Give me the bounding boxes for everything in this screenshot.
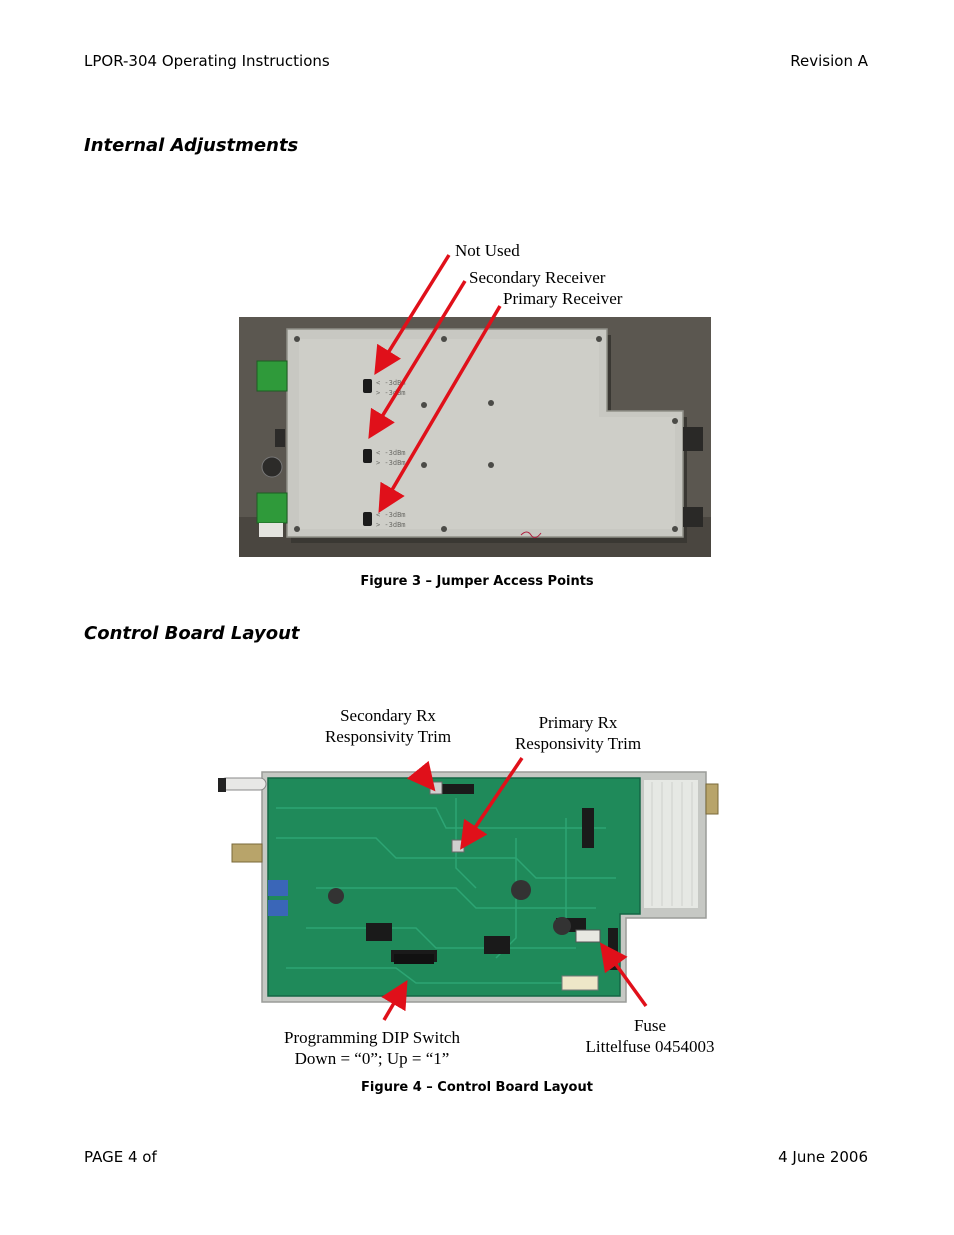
callout-secondary-rx-line2: Responsivity Trim (324, 727, 452, 746)
arrow-fuse (599, 942, 648, 1008)
figure-4-arrows (381, 757, 648, 1021)
arrow-primary-rx-trim (460, 757, 524, 850)
svg-text:< -3dBm: < -3dBm (376, 379, 406, 387)
callout-primary-rx-line2: Responsivity Trim (514, 734, 642, 753)
figure-3-jumper-photo: < -3dBm > -3dBm < -3dBm > -3dBm < -3dBm > -… (239, 317, 711, 557)
callout-fuse-line1: Fuse (633, 1016, 667, 1035)
callout-primary-rx-trim: Primary Rx Responsivity Trim (478, 712, 678, 754)
footer-date: 4 June 2006 (778, 1148, 868, 1166)
callout-dip-line2: Down = “0”; Up = “1” (294, 1049, 450, 1068)
arrow-dip-switch (381, 979, 408, 1021)
header-revision: Revision A (790, 52, 868, 70)
arrow-primary-receiver (378, 305, 502, 514)
callout-primary-receiver: Primary Receiver (503, 289, 623, 308)
callout-dip-line1: Programming DIP Switch (284, 1028, 460, 1047)
svg-text:> -3dBm: > -3dBm (376, 389, 406, 397)
section-title-internal-adjustments: Internal Adjustments (84, 135, 299, 156)
svg-text:> -3dBm: > -3dBm (376, 521, 406, 529)
arrow-not-used (374, 254, 451, 375)
footer-page-number: PAGE 4 of (84, 1148, 157, 1166)
svg-text:< -3dBm: < -3dBm (376, 511, 406, 519)
arrow-secondary-receiver (368, 280, 467, 439)
svg-text:> -3dBm: > -3dBm (376, 459, 406, 467)
callout-fuse-line2: Littelfuse 0454003 (585, 1037, 715, 1056)
section-title-control-board-layout: Control Board Layout (84, 623, 300, 644)
callout-secondary-rx-line1: Secondary Rx (340, 706, 436, 725)
header-doc-title: LPOR-304 Operating Instructions (84, 52, 330, 70)
callout-programming-dip-switch: Programming DIP Switch Down = “0”; Up = … (247, 1027, 497, 1069)
arrow-secondary-rx-trim (406, 760, 436, 792)
callout-primary-rx-line1: Primary Rx (538, 713, 618, 732)
figure-4-caption: Figure 4 – Control Board Layout (361, 1080, 593, 1095)
figure-3-caption: Figure 3 – Jumper Access Points (360, 574, 594, 589)
figure-4-control-board-photo (216, 768, 721, 1008)
callout-fuse: Fuse Littelfuse 0454003 (550, 1015, 750, 1057)
callout-secondary-rx-trim: Secondary Rx Responsivity Trim (288, 705, 488, 747)
figure-3-arrows (368, 254, 502, 514)
callout-secondary-receiver: Secondary Receiver (469, 268, 606, 287)
svg-text:< -3dBm: < -3dBm (376, 449, 406, 457)
callout-not-used: Not Used (455, 241, 520, 260)
